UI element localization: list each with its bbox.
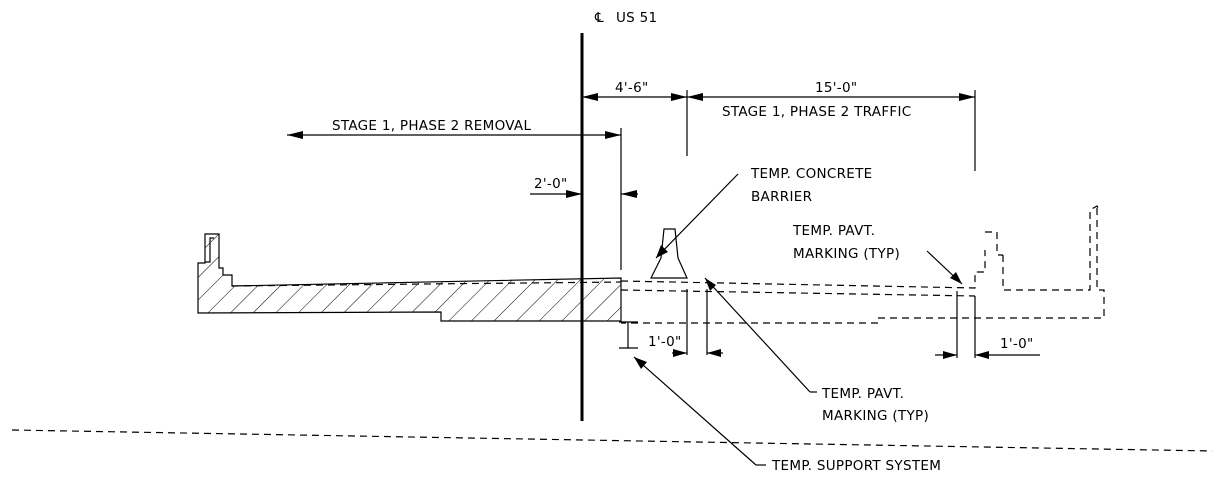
dim-1-0-right: 1'-0" [935,336,1040,359]
dim-4-6: 4'-6" [582,80,687,101]
svg-text:TEMP. PAVT.: TEMP. PAVT. [792,223,875,239]
traffic-label: STAGE 1, PHASE 2 TRAFFIC [722,104,911,120]
temp-concrete-barrier [650,228,688,279]
existing-deck-hatched [197,233,622,322]
svg-text:BARRIER: BARRIER [751,189,812,205]
svg-text:2'-0": 2'-0" [534,176,567,192]
temp-support-beam [619,321,638,349]
dim-removal: STAGE 1, PHASE 2 REMOVAL [287,118,621,139]
svg-text:TEMP. CONCRETE: TEMP. CONCRETE [750,166,873,182]
svg-text:1'-0": 1'-0" [648,334,681,350]
ground-line [11,429,1213,452]
marking-lower-callout: TEMP. PAVT. MARKING (TYP) [704,277,929,424]
removal-label: STAGE 1, PHASE 2 REMOVAL [332,118,531,134]
svg-text:MARKING (TYP): MARKING (TYP) [793,246,900,262]
centerline-label: US 51 [616,10,657,26]
support-callout: TEMP. SUPPORT SYSTEM [633,356,941,474]
centerline-symbol: ℄ [594,10,604,26]
svg-text:4'-6": 4'-6" [615,80,648,96]
marking-upper-callout: TEMP. PAVT. MARKING (TYP) [792,223,963,285]
future-deck-dashed [620,205,1105,324]
svg-text:15'-0": 15'-0" [815,80,857,96]
dim-15-0: 15'-0" STAGE 1, PHASE 2 TRAFFIC [687,80,975,120]
svg-text:TEMP. PAVT.: TEMP. PAVT. [821,386,904,402]
svg-text:MARKING (TYP): MARKING (TYP) [822,408,929,424]
barrier-callout: TEMP. CONCRETE BARRIER [655,166,873,259]
dim-1-0-left: 1'-0" [648,334,723,357]
dim-2-0: 2'-0" [530,176,638,198]
svg-text:TEMP. SUPPORT SYSTEM: TEMP. SUPPORT SYSTEM [771,458,941,474]
svg-text:1'-0": 1'-0" [1000,336,1033,352]
